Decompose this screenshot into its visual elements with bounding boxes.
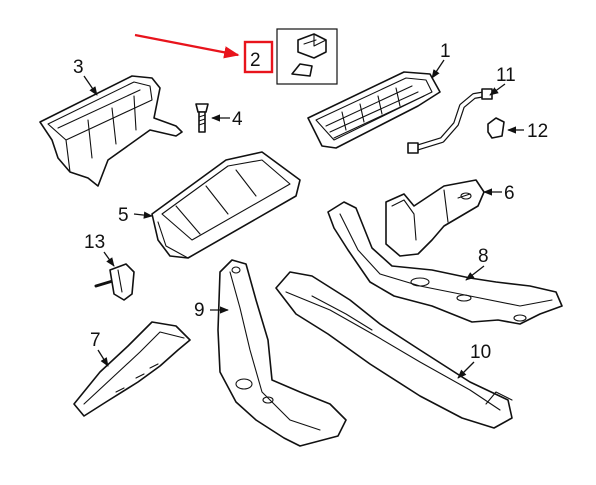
callout-11: 11 — [496, 65, 516, 86]
part-4-bolt: 4 — [195, 103, 243, 133]
callout-5: 5 — [118, 205, 129, 226]
part-8-duct: 8 — [327, 201, 563, 325]
callout-10: 10 — [470, 342, 491, 363]
part-13-sensor: 13 — [84, 232, 135, 301]
part-12-clip: 12 — [487, 117, 548, 142]
callout-7: 7 — [90, 330, 101, 351]
callout-4: 4 — [232, 109, 243, 130]
callout-6: 6 — [504, 183, 515, 204]
part-5-lower-tray: 5 — [118, 151, 301, 259]
callout-12: 12 — [527, 121, 548, 142]
callout-13: 13 — [84, 232, 105, 253]
part-11-hose: 11 — [407, 65, 516, 154]
callout-8: 8 — [478, 246, 489, 267]
callout-2: 2 — [250, 50, 261, 71]
highlight-arrow — [134, 33, 240, 59]
part-9-duct: 9 — [194, 259, 347, 447]
callout-1: 1 — [440, 41, 451, 62]
part-10-duct: 10 — [275, 271, 513, 429]
callout-9: 9 — [194, 300, 205, 321]
part-3-tray: 3 — [39, 57, 183, 187]
part-6-bracket: 6 — [385, 179, 515, 257]
highlight-box — [243, 40, 274, 74]
part-1-grille: 1 — [307, 41, 451, 149]
part-7-duct: 7 — [73, 321, 191, 417]
callout-3: 3 — [73, 57, 84, 78]
part-2-clips — [276, 28, 338, 85]
